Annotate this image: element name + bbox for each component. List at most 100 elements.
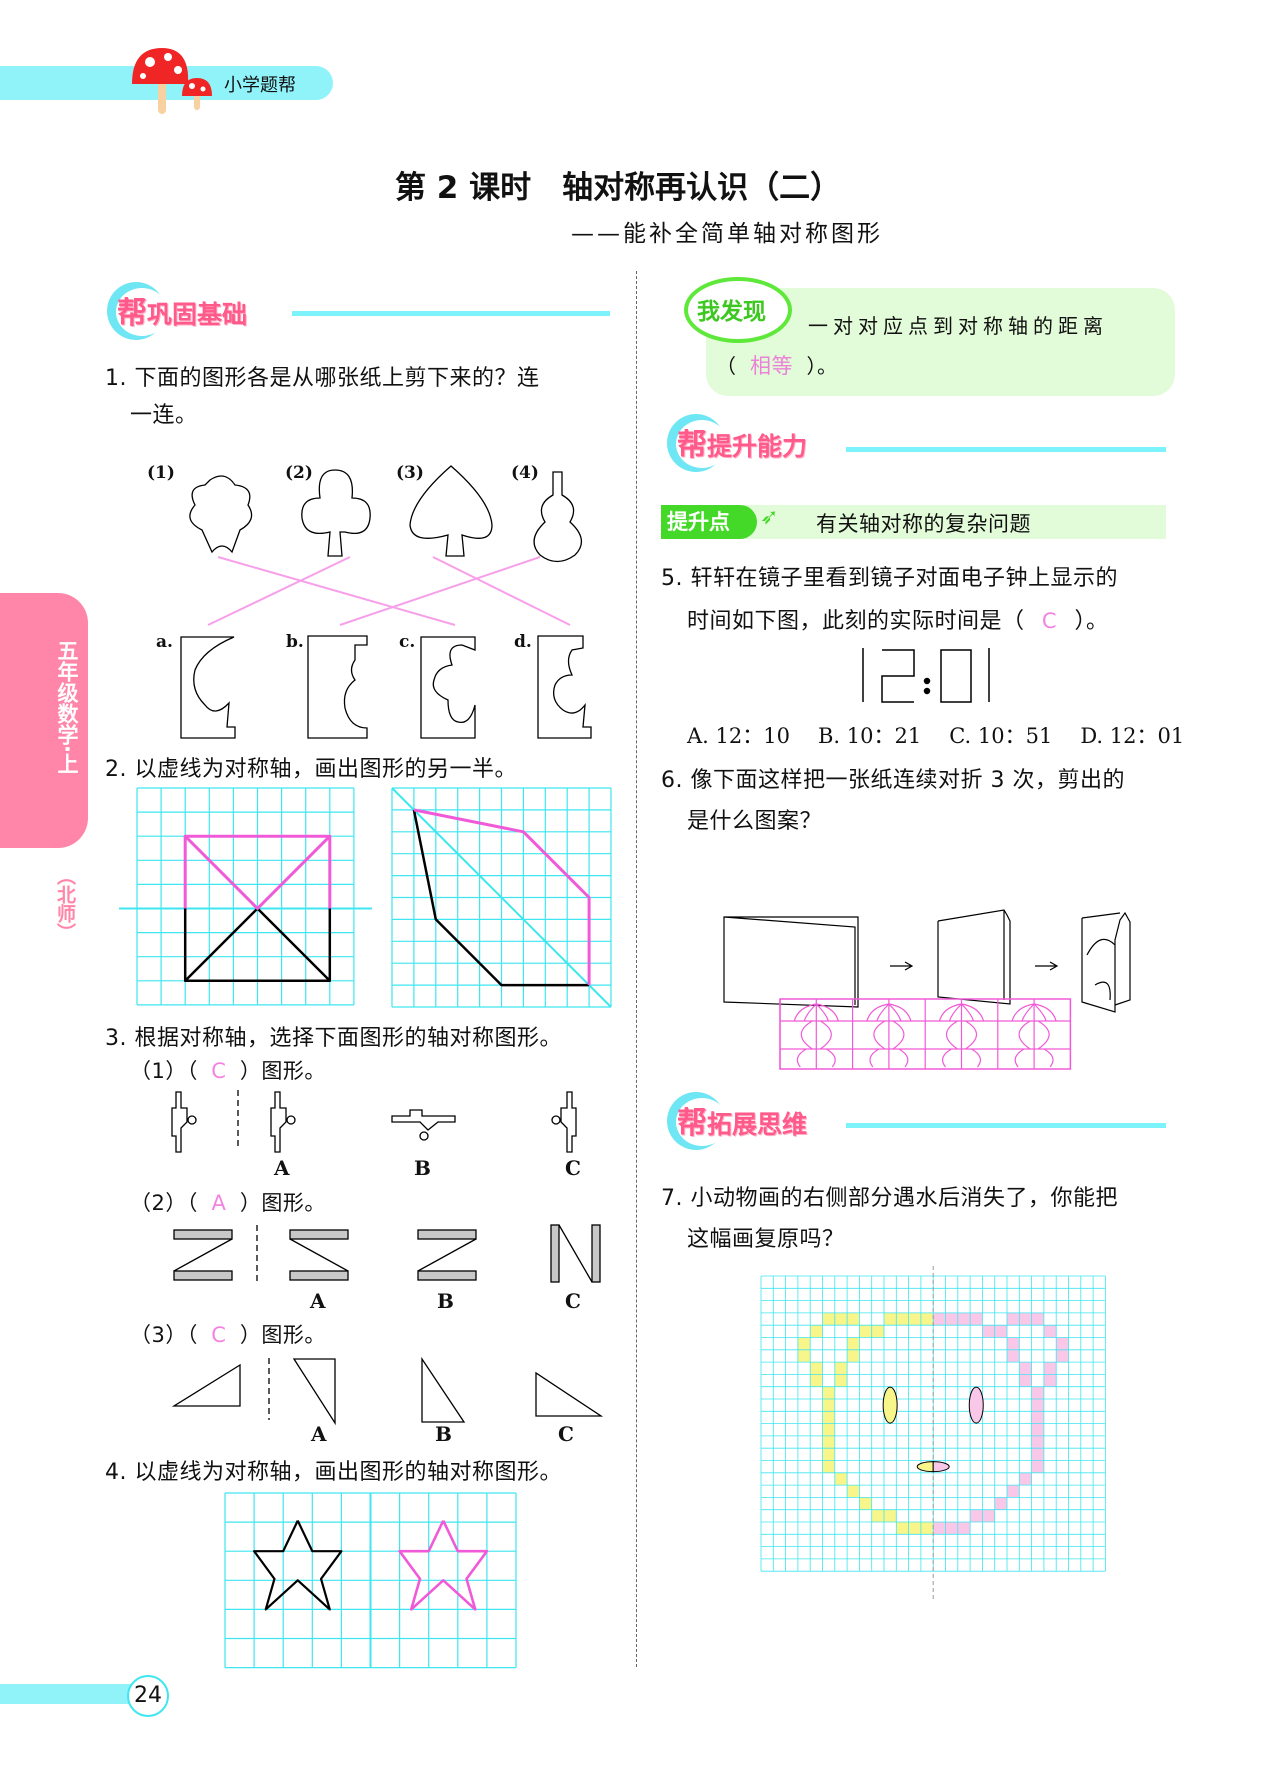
q1-paper-label: a. (156, 632, 173, 652)
triangle-c (535, 1371, 604, 1417)
pink-cell (1056, 1349, 1069, 1363)
pattern-cut (997, 1003, 1035, 1068)
yellow-cell (810, 1374, 823, 1387)
flower-shape (189, 475, 253, 554)
section-badge: 帮 (677, 1106, 707, 1141)
pink-cell (982, 1509, 995, 1522)
pink-cell (1031, 1312, 1044, 1326)
q1-paper-label: c. (399, 632, 416, 652)
keypoint-label: 提升点 (661, 505, 757, 539)
fold-step-2-arrow-icon (1035, 961, 1059, 971)
pink-cell (1007, 1337, 1020, 1350)
yellow-cell (822, 1460, 835, 1473)
q6-text-line1: 6. 像下面这样把一张纸连续对折 3 次，剪出的 (661, 768, 1125, 793)
drawn-half (413, 808, 591, 986)
yellow-cell (884, 1509, 897, 1522)
pattern-border (779, 998, 1072, 1070)
yellow-cell (822, 1435, 835, 1449)
yellow-cell (859, 1497, 872, 1510)
fold-step-3 (1081, 911, 1131, 1013)
yellow-cell (908, 1312, 921, 1326)
yellow-cell (847, 1337, 860, 1350)
given-half (184, 907, 331, 982)
paper-c (420, 636, 476, 739)
side-tab (0, 593, 88, 848)
pattern-cut (815, 1003, 853, 1068)
pink-cell (1043, 1362, 1057, 1375)
q3-figures (171, 1090, 604, 1426)
pattern-cut (1033, 1003, 1071, 1068)
yellow-cell (822, 1399, 835, 1412)
part-prefix: （2）（ (130, 1191, 198, 1215)
side-tab-label: 五年级数学·上 (55, 640, 79, 774)
q4-text: 4. 以虚线为对称轴，画出图形的轴对称图形。 (105, 1460, 562, 1485)
pink-cell (1031, 1448, 1044, 1461)
pink-cell (1031, 1460, 1044, 1473)
yellow-cell (847, 1312, 860, 1326)
plug-c (560, 1091, 577, 1153)
line-prefix: 时间如下图，此刻的实际时间是（ (687, 609, 1025, 634)
brand-name: 小学题帮 (224, 75, 296, 96)
section-divider-line (292, 311, 610, 316)
q3-text: 3. 根据对称轴，选择下面图形的轴对称图形。 (105, 1026, 562, 1051)
plug-b (391, 1109, 456, 1131)
pink-cell (1007, 1349, 1020, 1363)
q2-grid-right (391, 787, 612, 1008)
q1-connection-lines (207, 556, 571, 626)
pink-cell (933, 1312, 946, 1326)
pink-cell (1019, 1362, 1032, 1375)
pink-cell (957, 1312, 971, 1326)
drawn-half (183, 834, 332, 909)
column-divider (636, 271, 637, 1667)
q7-grid (760, 1266, 1106, 1600)
page-number: 24 (127, 1675, 169, 1717)
q1-paper-label: b. (286, 632, 304, 652)
z-option-a (289, 1229, 349, 1281)
fold-step-1 (723, 916, 859, 1008)
yellow-cell (847, 1485, 860, 1498)
yellow-cell (834, 1472, 848, 1486)
pattern-cut (961, 1003, 998, 1068)
pink-cell (1007, 1485, 1020, 1498)
yellow-cell (908, 1522, 921, 1535)
blank-close: ）。 (806, 354, 838, 378)
part-suffix: ）图形。 (239, 1191, 326, 1215)
option-label: C (558, 1422, 574, 1446)
pattern-cut (852, 1003, 890, 1068)
page-subtitle: ——能补全简单轴对称图形 (571, 221, 883, 247)
q3-part1-answer: C (211, 1059, 227, 1083)
yellow-cell (834, 1374, 848, 1387)
pink-cell (933, 1522, 946, 1535)
part-suffix: ）图形。 (239, 1323, 326, 1347)
plug-a (270, 1091, 287, 1153)
q1-shape-label: (1) (147, 463, 175, 483)
part-prefix: （1）（ (130, 1059, 198, 1083)
q1-paper-label: d. (514, 632, 532, 652)
q6-folding-figures (723, 909, 1131, 1013)
pink-cell (970, 1312, 983, 1326)
mushroom-logo-icon (132, 48, 212, 114)
section-basic-header: 帮巩固基础 (107, 280, 297, 340)
pink-cell (1031, 1386, 1044, 1399)
pink-cell (1019, 1374, 1032, 1387)
discover-bubble (684, 277, 792, 343)
q1-shape-label: (3) (396, 463, 424, 483)
yellow-cell (871, 1325, 884, 1338)
paper-b (307, 635, 368, 739)
yellow-cell (822, 1386, 835, 1399)
pink-cell (1043, 1325, 1057, 1338)
pink-cell (1031, 1435, 1044, 1449)
pink-cell (945, 1312, 958, 1326)
section-title: 提升能力 (707, 432, 808, 461)
pink-cell (1031, 1399, 1044, 1412)
q5-mirror-clock (862, 648, 990, 703)
q5-text-line2: 时间如下图，此刻的实际时间是（C）。 (687, 603, 1109, 635)
pink-cell (1007, 1312, 1020, 1326)
pink-cell (1019, 1472, 1032, 1486)
yellow-cell (822, 1312, 835, 1326)
given-half (183, 908, 332, 983)
pink-cell (1031, 1411, 1044, 1424)
q5-option-b: B. 10：21 (817, 724, 922, 748)
symmetry-axis (391, 787, 612, 1008)
